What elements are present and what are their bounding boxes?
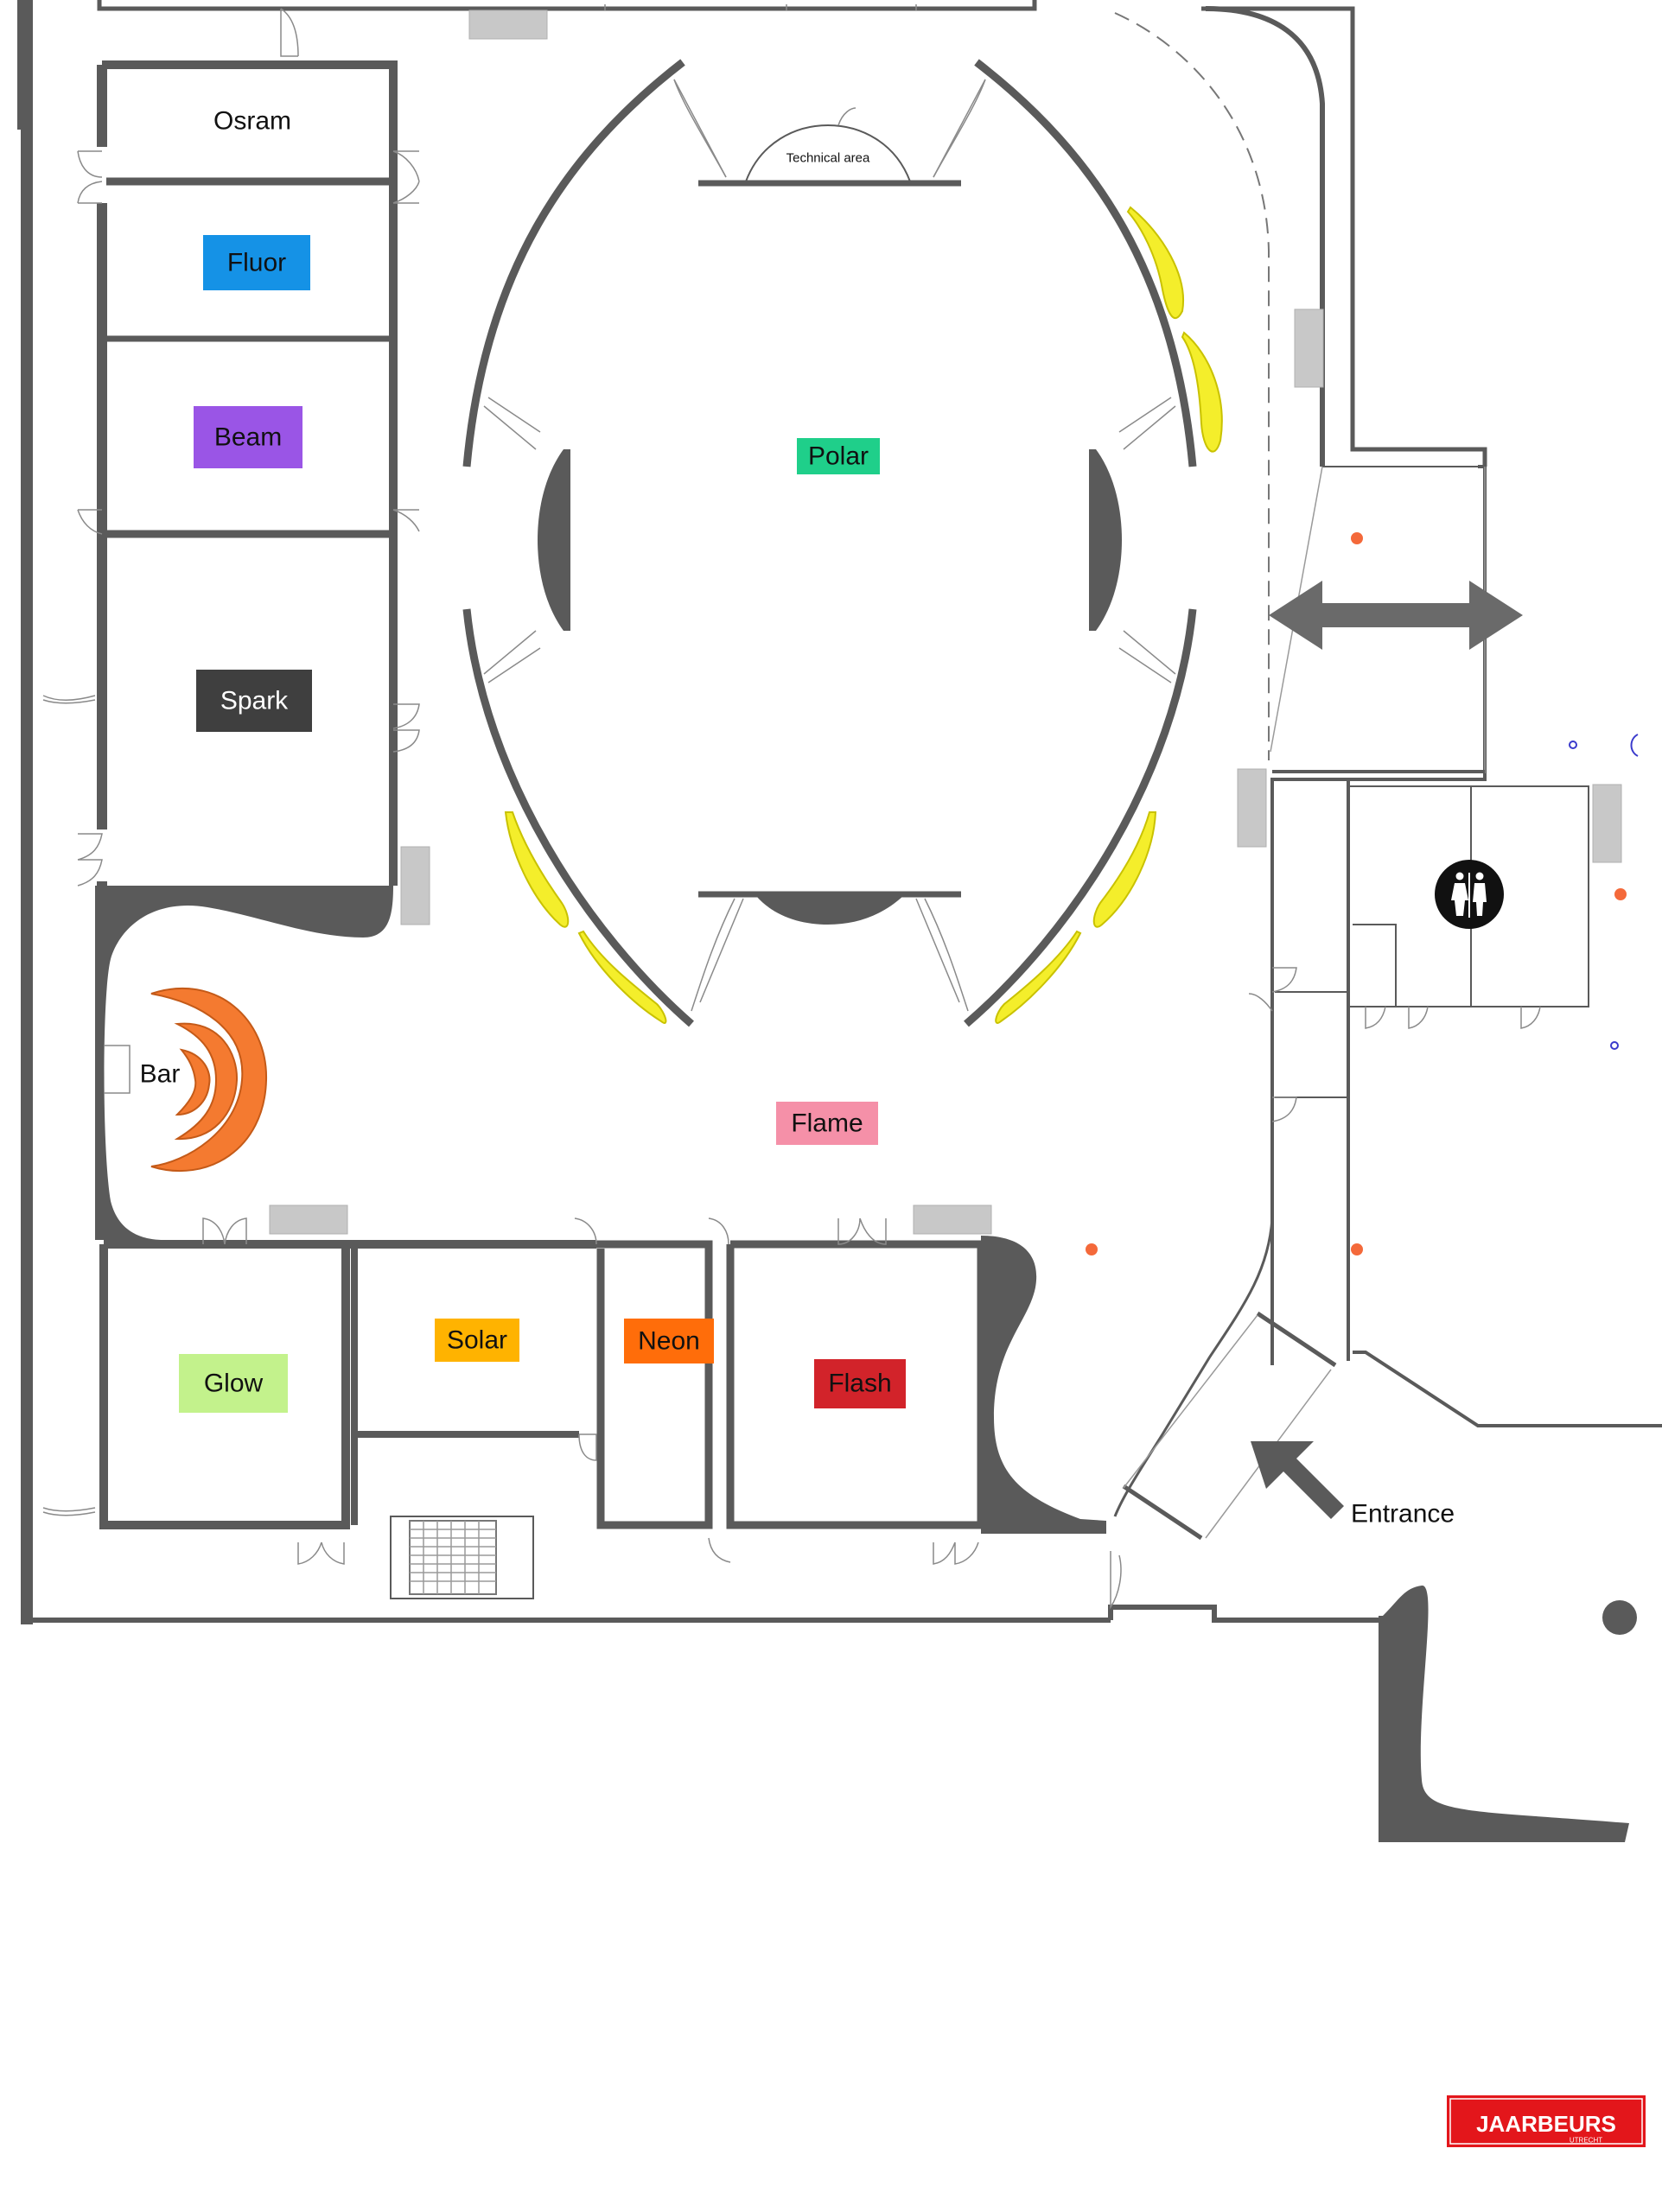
yellow-seating: [504, 206, 1223, 1024]
service-boxes: [269, 10, 1622, 1235]
room-label-solar-text: Solar: [447, 1326, 507, 1355]
room-color-polar: [797, 438, 880, 474]
room-color-solar: [435, 1319, 519, 1362]
entrance-label: Entrance: [1351, 1500, 1455, 1529]
room-label-flash: Flash: [814, 1359, 906, 1408]
logo-name: JAARBEURS: [1476, 2111, 1616, 2137]
room-color-beam: [194, 406, 302, 468]
room-label-flame-text: Flame: [791, 1109, 863, 1138]
room-color-neon: [624, 1319, 714, 1363]
room-label-flash-text: Flash: [828, 1370, 891, 1398]
room-label-beam-text: Beam: [214, 423, 282, 452]
double-arrow-icon: [1269, 581, 1523, 650]
room-color-flame: [776, 1102, 878, 1145]
room-label-osram-text: Osram: [213, 107, 291, 136]
room-color-spark: [196, 670, 312, 732]
room-label-solar: Solar: [435, 1319, 519, 1362]
room-label-osram: Osram: [213, 107, 291, 136]
room-label-neon: Neon: [624, 1319, 714, 1363]
room-label-neon-text: Neon: [638, 1327, 700, 1356]
room-label-flame: Flame: [776, 1102, 878, 1145]
room-label-beam: Beam: [194, 406, 302, 468]
bar-label: Bar: [140, 1060, 181, 1089]
jaarbeurs-logo: JAARBEURS UTRECHT: [1447, 2095, 1646, 2147]
room-label-glow: Glow: [179, 1354, 288, 1413]
markers: [1086, 532, 1639, 1255]
toilets-icon: [1435, 860, 1504, 929]
room-label-polar-text: Polar: [808, 442, 869, 471]
room-color-glow: [179, 1354, 288, 1413]
doors: [42, 4, 1541, 1610]
staircase-icon: [409, 1520, 497, 1595]
room-label-polar: Polar: [797, 438, 880, 474]
room-color-flash: [814, 1359, 906, 1408]
logo-sub: UTRECHT: [1570, 2137, 1602, 2145]
polar-hall-walls: [462, 59, 1197, 1027]
room-label-spark-text: Spark: [220, 687, 289, 715]
room-label-glow-text: Glow: [204, 1370, 264, 1398]
right-wing-walls: [1113, 770, 1589, 1541]
bar-counter: [150, 987, 268, 1173]
room-label-fluor: Fluor: [203, 235, 310, 290]
room-color-fluor: [203, 235, 310, 290]
room-label-fluor-text: Fluor: [227, 249, 286, 277]
technical-area-label: Technical area: [786, 151, 870, 166]
left-room-walls: [95, 60, 1106, 1599]
room-label-spark: Spark: [196, 670, 312, 732]
entrance-arrow-icon: [1251, 1441, 1344, 1519]
